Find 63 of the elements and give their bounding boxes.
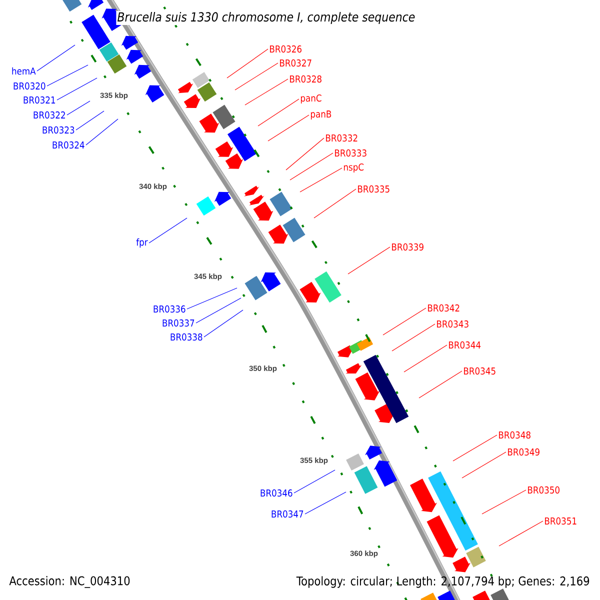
leader-line bbox=[314, 188, 356, 218]
leader-line bbox=[36, 44, 76, 72]
gene-label: BR0321 bbox=[24, 96, 56, 104]
leader-line bbox=[300, 168, 342, 192]
leader-line bbox=[498, 520, 544, 546]
leader-line bbox=[482, 490, 526, 514]
gene-label: nspC bbox=[344, 164, 364, 172]
gene-label: BR0332 bbox=[326, 134, 358, 142]
leader-line bbox=[46, 64, 88, 86]
gene-label: BR0351 bbox=[545, 517, 576, 525]
leader-line bbox=[66, 100, 90, 116]
gene-label: BR0345 bbox=[464, 367, 496, 375]
gene-label: BR0348 bbox=[499, 431, 530, 439]
accession-text: Accession: NC_004310 bbox=[9, 576, 130, 588]
gene-label: BR0323 bbox=[42, 126, 74, 134]
leader-line bbox=[404, 344, 448, 372]
gene-label: BR0333 bbox=[335, 149, 366, 157]
leader-line bbox=[462, 452, 506, 478]
leader-line bbox=[348, 246, 390, 274]
leader-line bbox=[268, 114, 310, 142]
gene-label: BR0344 bbox=[449, 341, 481, 349]
leader-line bbox=[290, 152, 334, 180]
gene-label: BR0350 bbox=[528, 486, 560, 494]
gene-label: BR0347 bbox=[272, 510, 304, 518]
gene-label: BR0322 bbox=[34, 111, 65, 119]
leader-line bbox=[286, 138, 324, 170]
gene-label: BR0343 bbox=[437, 320, 468, 328]
gene-label: fpr bbox=[136, 238, 148, 248]
gene-label: BR0346 bbox=[260, 489, 292, 497]
gene-label: BR0336 bbox=[154, 305, 186, 313]
gene-label: BR0324 bbox=[52, 141, 84, 149]
gene-label: BR0328 bbox=[290, 75, 322, 83]
leader-line bbox=[196, 298, 242, 324]
title: Brucella suis 1330 chromosome I, complete sequence bbox=[116, 10, 416, 26]
gene-label: BR0342 bbox=[428, 304, 460, 312]
leader-line bbox=[76, 110, 104, 130]
gene-label: BR0338 bbox=[170, 333, 202, 341]
gene-label: BR0326 bbox=[270, 45, 302, 53]
leader-line bbox=[56, 78, 98, 100]
gene-label: BR0349 bbox=[508, 448, 540, 456]
leader-line bbox=[186, 288, 238, 310]
leader-line bbox=[418, 370, 462, 398]
leader-line bbox=[148, 218, 188, 244]
gene-label: BR0337 bbox=[162, 319, 194, 327]
leader-line bbox=[294, 470, 336, 494]
leader-line bbox=[234, 62, 278, 90]
summary-text: Topology: circular; Length: 2,107,794 bp; Genes: 2,169 bbox=[296, 576, 590, 588]
gene-label: BR0335 bbox=[358, 185, 390, 193]
leader-line bbox=[392, 324, 436, 352]
gene-label: BR0327 bbox=[280, 59, 312, 67]
gene-label: BR0320 bbox=[14, 82, 46, 90]
leader-line bbox=[204, 310, 244, 338]
leader-line bbox=[382, 308, 426, 336]
gene-label: hemA bbox=[12, 67, 36, 75]
leader-line bbox=[304, 492, 346, 514]
gene-label: BR0339 bbox=[392, 243, 424, 251]
leader-line bbox=[452, 434, 498, 462]
leader-line bbox=[244, 78, 288, 106]
gene-label: panC bbox=[300, 94, 322, 104]
leader-line bbox=[226, 48, 268, 78]
gene-label: panB bbox=[310, 110, 332, 120]
leader-line bbox=[86, 118, 118, 146]
leader-line bbox=[258, 98, 300, 126]
